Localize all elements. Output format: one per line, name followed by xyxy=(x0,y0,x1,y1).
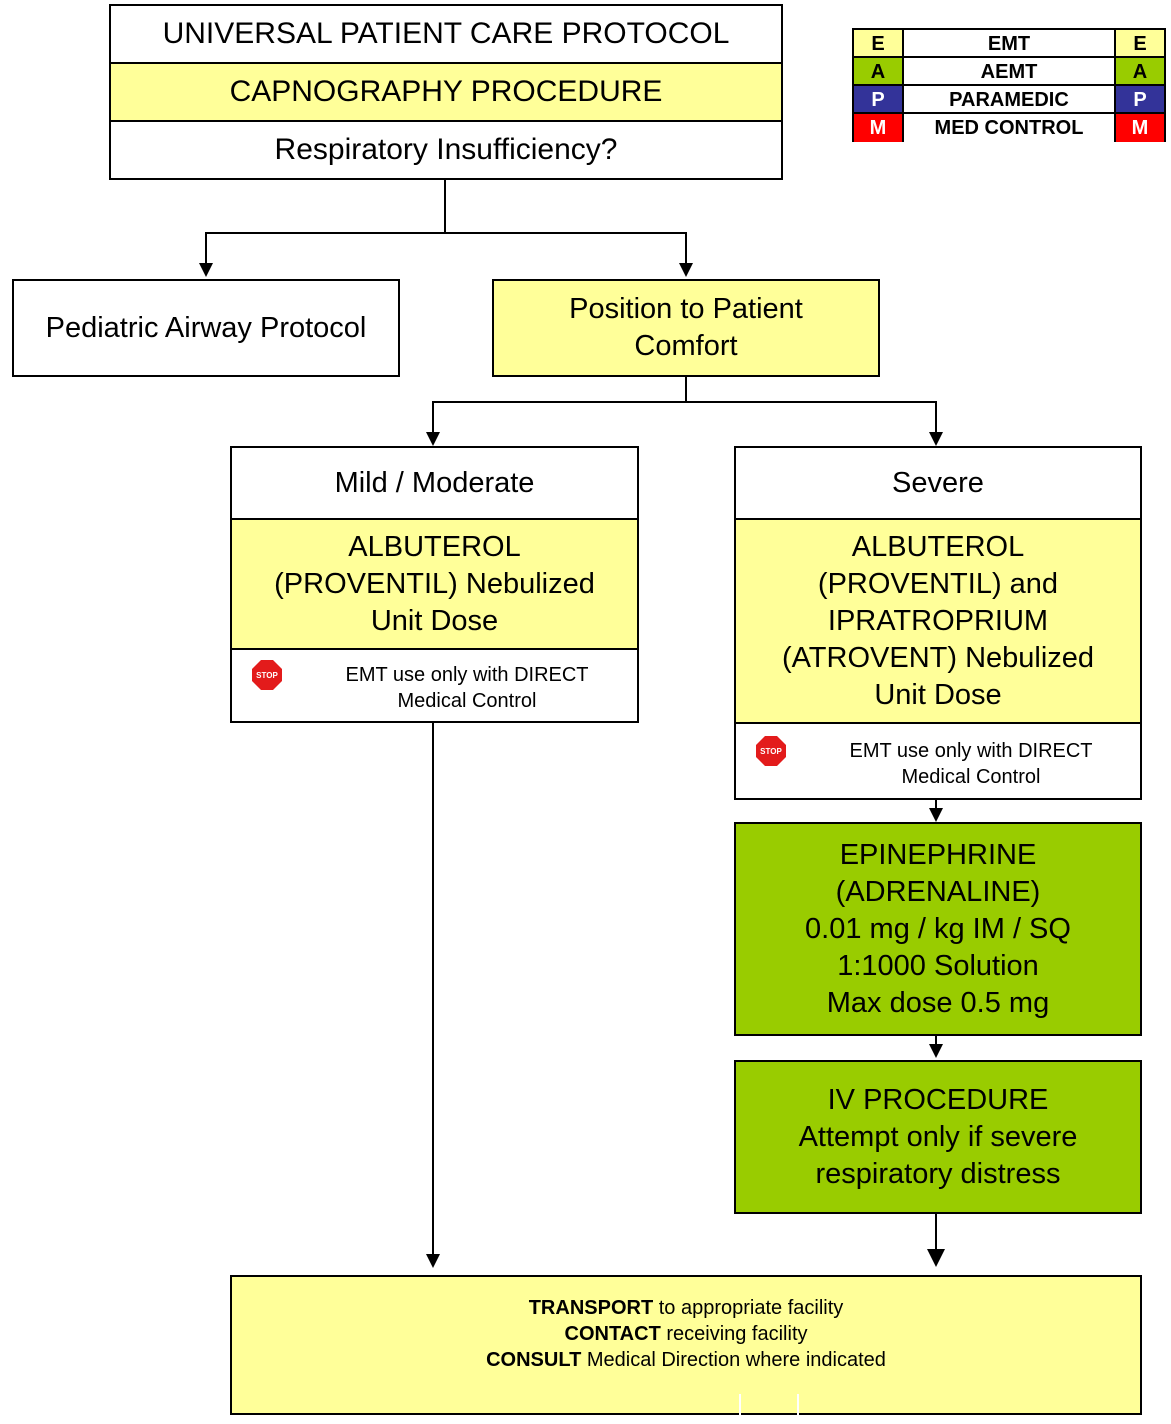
connector xyxy=(935,1214,937,1250)
consult-line: CONSULT Medical Direction where indicate… xyxy=(486,1349,886,1371)
transport-box: TRANSPORT to appropriate facility CONTAC… xyxy=(230,1275,1142,1424)
legend-code-right: M xyxy=(1116,114,1164,142)
iv-line: IV PROCEDURE xyxy=(827,1083,1049,1116)
legend-name: AEMT xyxy=(902,58,1116,86)
legend-code-left: M xyxy=(854,114,902,142)
mild-moderate-label: Mild / Moderate xyxy=(232,448,637,520)
connector xyxy=(432,723,434,1255)
transport-instructions: TRANSPORT to appropriate facility CONTAC… xyxy=(232,1295,1140,1373)
legend-row-emt: E EMT E xyxy=(854,30,1164,58)
legend-code-left: P xyxy=(854,86,902,114)
connector xyxy=(432,401,434,433)
mild-emt-note: EMT use only with DIRECT Medical Control xyxy=(345,664,589,712)
connector xyxy=(205,232,207,264)
connector xyxy=(935,1036,937,1046)
divider xyxy=(797,1394,799,1424)
legend-row-med-control: M MED CONTROL M xyxy=(854,114,1164,142)
position-comfort-box: Position to Patient Comfort xyxy=(492,279,880,377)
pediatric-airway-box: Pediatric Airway Protocol xyxy=(12,279,400,377)
legend-code-left: E xyxy=(854,30,902,58)
stop-sign-icon: STOP xyxy=(252,660,282,690)
connector xyxy=(935,401,937,433)
header-box: UNIVERSAL PATIENT CARE PROTOCOL CAPNOGRA… xyxy=(109,4,783,180)
epi-line: EPINEPHRINE xyxy=(839,838,1037,871)
legend-row-aemt: A AEMT A xyxy=(854,58,1164,86)
mild-moderate-box: Mild / Moderate ALBUTEROL (PROVENTIL) Ne… xyxy=(230,446,639,723)
position-comfort-label: Position to Patient Comfort xyxy=(569,293,803,362)
arrow-down-icon xyxy=(679,263,693,277)
connector xyxy=(685,232,687,264)
connector xyxy=(935,800,937,810)
connector xyxy=(432,401,937,403)
severe-label: Severe xyxy=(736,448,1140,520)
arrow-down-icon xyxy=(929,432,943,446)
transport-line: TRANSPORT to appropriate facility xyxy=(528,1297,844,1319)
legend-code-left: A xyxy=(854,58,902,86)
severe-box: Severe ALBUTEROL (PROVENTIL) and IPRATRO… xyxy=(734,446,1142,800)
epi-line: (ADRENALINE) xyxy=(835,875,1041,908)
iv-procedure-box: IV PROCEDURE Attempt only if severe resp… xyxy=(734,1060,1142,1214)
divider xyxy=(739,1394,741,1424)
epi-line: 0.01 mg / kg IM / SQ xyxy=(805,912,1071,945)
contact-line: CONTACT receiving facility xyxy=(564,1323,808,1345)
arrow-down-icon xyxy=(927,1249,945,1267)
protocol-title: UNIVERSAL PATIENT CARE PROTOCOL xyxy=(111,6,781,64)
arrow-down-icon xyxy=(929,808,943,822)
epi-line: 1:1000 Solution xyxy=(837,949,1039,982)
connector xyxy=(205,232,687,234)
stop-sign-icon: STOP xyxy=(756,736,786,766)
pediatric-airway-label: Pediatric Airway Protocol xyxy=(45,311,367,344)
severe-emt-note: EMT use only with DIRECT Medical Control xyxy=(849,740,1093,788)
legend-code-right: A xyxy=(1116,58,1164,86)
connector xyxy=(685,377,687,402)
procedure-title: CAPNOGRAPHY PROCEDURE xyxy=(111,64,781,122)
connector xyxy=(444,180,446,233)
legend-row-paramedic: P PARAMEDIC P xyxy=(854,86,1164,114)
arrow-down-icon xyxy=(426,432,440,446)
arrow-down-icon xyxy=(929,1044,943,1058)
iv-line: respiratory distress xyxy=(815,1157,1061,1190)
arrow-down-icon xyxy=(199,263,213,277)
legend-name: MED CONTROL xyxy=(902,114,1116,142)
legend-code-right: P xyxy=(1116,86,1164,114)
mild-drug: ALBUTEROL (PROVENTIL) Nebulized Unit Dos… xyxy=(232,520,637,650)
provider-legend: E EMT E A AEMT A P PARAMEDIC P M MED CON… xyxy=(852,28,1166,142)
epinephrine-box: EPINEPHRINE (ADRENALINE) 0.01 mg / kg IM… xyxy=(734,822,1142,1036)
mild-drug-text: ALBUTEROL (PROVENTIL) Nebulized Unit Dos… xyxy=(274,530,595,637)
legend-code-right: E xyxy=(1116,30,1164,58)
decision-question: Respiratory Insufficiency? xyxy=(111,122,781,178)
arrow-down-icon xyxy=(426,1254,440,1268)
legend-name: PARAMEDIC xyxy=(902,86,1116,114)
legend-name: EMT xyxy=(902,30,1116,58)
epi-line: Max dose 0.5 mg xyxy=(826,986,1050,1019)
severe-drug-text: ALBUTEROL (PROVENTIL) and IPRATROPRIUM (… xyxy=(781,530,1095,711)
iv-line: Attempt only if severe xyxy=(798,1120,1078,1153)
severe-drug: ALBUTEROL (PROVENTIL) and IPRATROPRIUM (… xyxy=(736,520,1140,724)
